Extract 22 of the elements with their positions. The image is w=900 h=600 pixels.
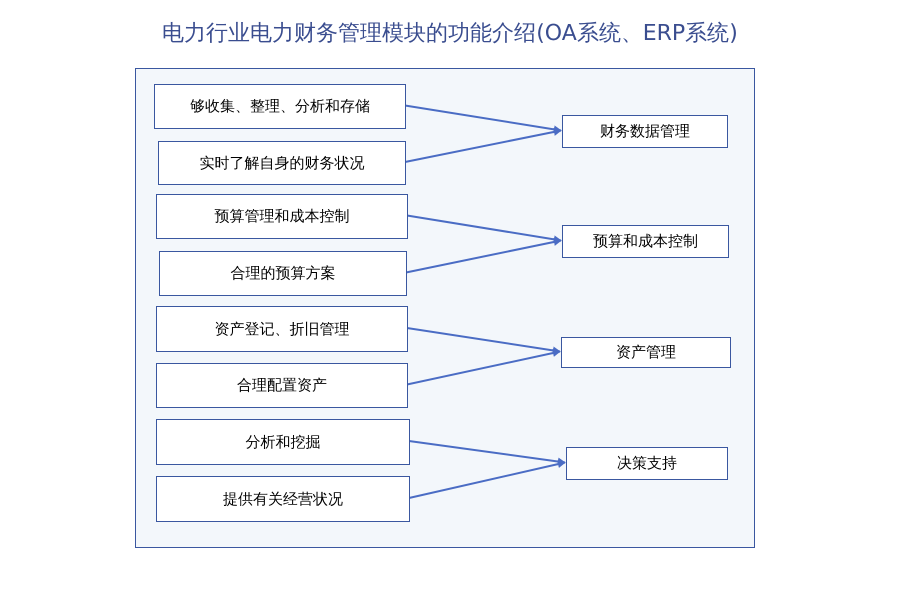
text-box: 合理的预算方案 bbox=[159, 251, 407, 296]
text-box: 够收集、整理、分析和存储 bbox=[154, 84, 406, 129]
arrow bbox=[406, 214, 562, 244]
text-box: 合理配置资产 bbox=[156, 363, 408, 408]
panel-background bbox=[135, 68, 755, 548]
text-box: 提供有关经营状况 bbox=[156, 476, 410, 522]
arrow bbox=[406, 349, 561, 386]
text-box: 财务数据管理 bbox=[562, 115, 728, 148]
arrow bbox=[406, 327, 561, 354]
arrow bbox=[406, 238, 562, 274]
arrow bbox=[408, 440, 566, 466]
arrow bbox=[404, 104, 562, 134]
text-box: 预算和成本控制 bbox=[562, 225, 729, 258]
text-box: 资产登记、折旧管理 bbox=[156, 306, 408, 352]
arrow bbox=[408, 460, 566, 499]
arrow bbox=[404, 128, 562, 163]
title: 电力行业电力财务管理模块的功能介绍(OA系统、ERP系统) bbox=[161, 20, 739, 48]
text-box: 资产管理 bbox=[561, 337, 731, 368]
text-box: 分析和挖掘 bbox=[156, 419, 410, 465]
text-box: 预算管理和成本控制 bbox=[156, 194, 408, 239]
text-box: 决策支持 bbox=[566, 447, 728, 480]
text-box: 实时了解自身的财务状况 bbox=[158, 141, 406, 185]
